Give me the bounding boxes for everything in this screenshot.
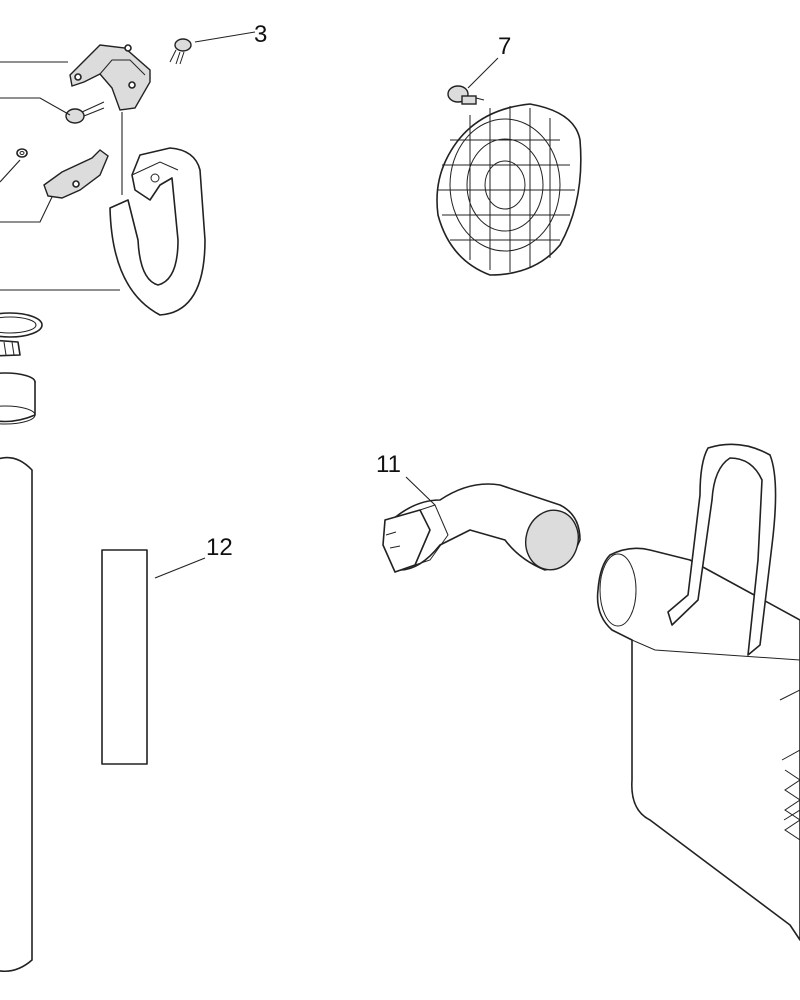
pipe-coupler (0, 372, 36, 425)
hose-clamp (0, 312, 43, 357)
handle-bracket (69, 44, 151, 111)
handle-lever (43, 149, 109, 199)
muffler-strap-handle (667, 443, 777, 656)
screw-3 (169, 38, 192, 65)
guard-grille (436, 103, 582, 276)
part-12-strip (101, 549, 148, 765)
elbow-hose-11 (382, 483, 581, 573)
washer (16, 148, 28, 158)
muffler-body (596, 547, 800, 941)
callout-7: 7 (498, 33, 511, 60)
callout-12: 12 (206, 534, 233, 561)
bolt-7 (447, 85, 485, 105)
extension-tube (0, 456, 33, 973)
callout-11: 11 (376, 451, 401, 478)
screw-small (65, 101, 105, 124)
callout-3: 3 (254, 21, 267, 48)
leader-lines (0, 31, 499, 579)
u-handle (109, 147, 206, 316)
